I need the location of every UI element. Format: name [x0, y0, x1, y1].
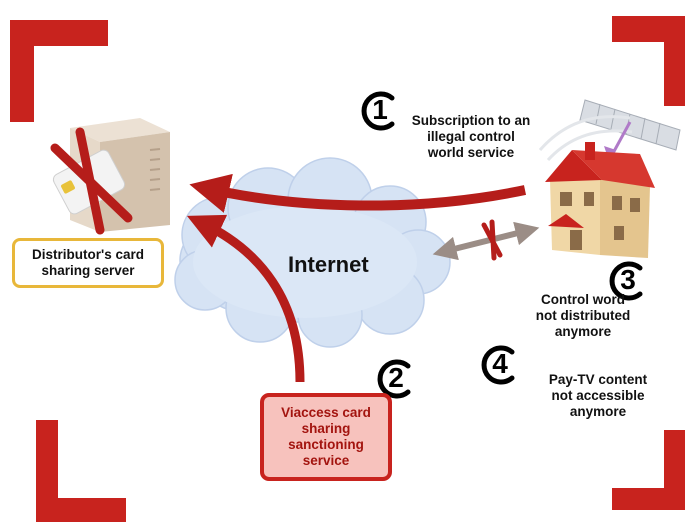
arrow-house-internet: [432, 221, 540, 261]
internet-label: Internet: [288, 252, 369, 277]
viaccess-box-line: service: [302, 452, 350, 468]
step-1-line: illegal control: [427, 128, 515, 144]
arrow-house-to-server: [189, 173, 527, 213]
step-3-number: 3: [620, 264, 636, 295]
satellite-icon: [538, 99, 681, 162]
house-icon: [545, 142, 655, 258]
distributor-box-line: Distributor's card: [32, 246, 144, 262]
step-1-line: world service: [427, 144, 515, 160]
step-2-number: 2: [388, 362, 404, 393]
step-1-number: 1: [372, 94, 388, 125]
step-4-line: anymore: [569, 403, 627, 419]
step-4-line: Pay-TV content: [548, 372, 648, 387]
blocked-link-cross-icon: [481, 219, 503, 261]
step-4-circle: [481, 345, 515, 385]
viaccess-box-line: sharing: [301, 421, 351, 437]
step-4-label: Pay-TV content not accessible anymore: [528, 372, 668, 420]
blocked-cross-icon: [50, 127, 133, 235]
bracket-top-left-v: [10, 20, 34, 122]
viaccess-box-line: Viaccess card: [281, 405, 371, 421]
step-3-line: Control word: [541, 292, 625, 307]
step-1-line: Subscription to an: [411, 113, 531, 128]
bracket-bottom-left-v: [36, 420, 58, 522]
step-3-line: not distributed: [535, 307, 631, 323]
distributor-server-box: Distributor's card sharing server: [12, 238, 164, 288]
corner-brackets: [10, 16, 685, 522]
distributor-box-line: sharing server: [41, 263, 135, 278]
viaccess-box-line: sanctioning: [288, 437, 364, 452]
step-4-number: 4: [492, 348, 508, 379]
viaccess-service-box: Viaccess card sharing sanctioning servic…: [260, 393, 392, 481]
step-3-line: anymore: [554, 323, 612, 339]
bracket-bottom-right-v: [664, 430, 685, 510]
bracket-top-right-v: [664, 16, 685, 106]
arrow-viaccess-to-server: [186, 214, 305, 383]
step-3-circle: [609, 261, 643, 301]
step-1-label: Subscription to an illegal control world…: [398, 113, 544, 161]
step-3-label: Control word not distributed anymore: [508, 292, 658, 340]
step-2-circle: [377, 359, 411, 399]
step-1-circle: [361, 91, 395, 131]
cloud-center: [193, 206, 417, 318]
step-4-line: not accessible: [551, 387, 645, 403]
bracket-bottom-left-h: [36, 498, 126, 522]
